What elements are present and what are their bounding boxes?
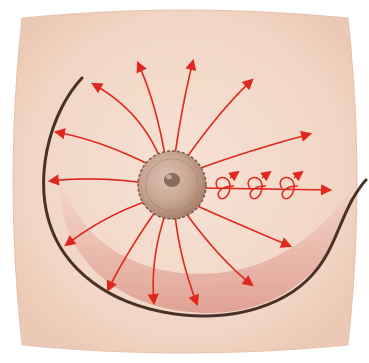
nipple-highlight (166, 175, 172, 180)
nipple-center (164, 173, 180, 187)
nipple-areola (138, 151, 206, 219)
